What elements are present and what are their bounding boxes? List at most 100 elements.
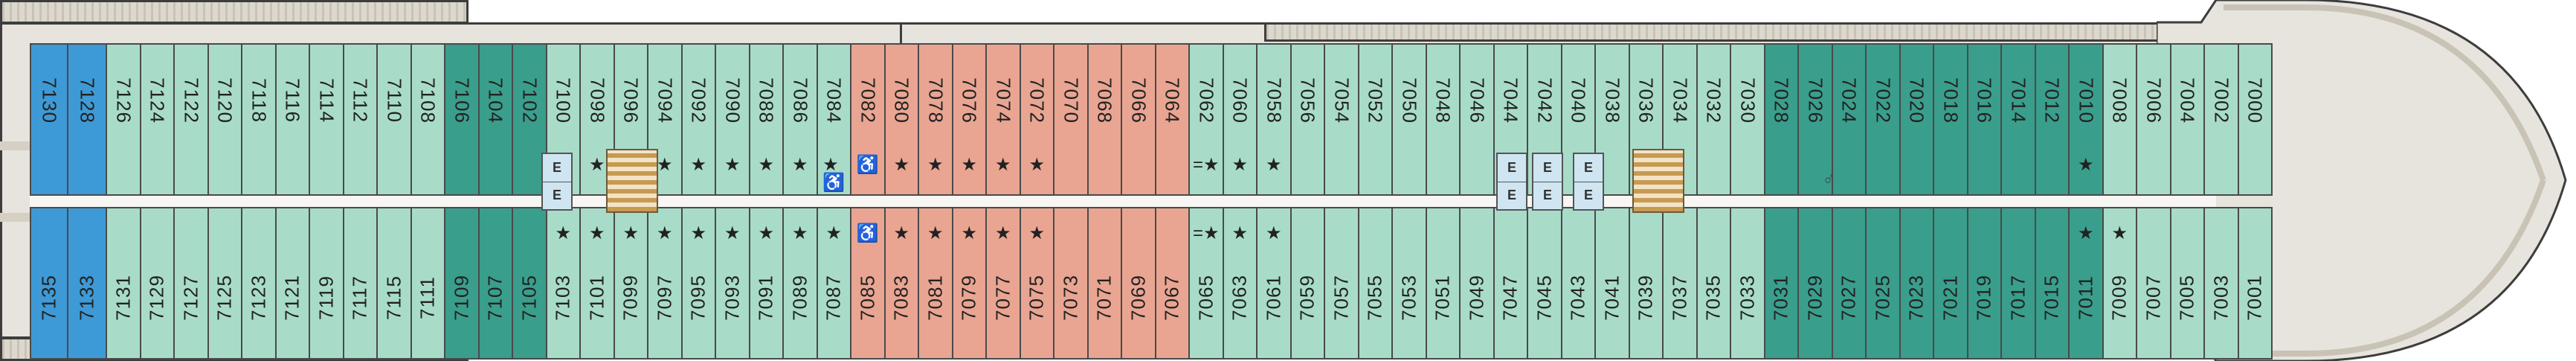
cabin-7115[interactable]: 7115 [378,207,412,360]
cabin-7066[interactable]: 7066 [1122,43,1156,196]
cabin-7022[interactable]: 7022 [1867,43,1901,196]
cabin-7080[interactable]: 7080★ [885,43,919,196]
cabin-7056[interactable]: 7056 [1291,43,1325,196]
cabin-7104[interactable]: 7104 [479,43,513,196]
cabin-7061[interactable]: 7061★ [1258,207,1292,360]
cabin-7002[interactable]: 7002 [2205,43,2239,196]
cabin-7093[interactable]: 7093★ [716,207,750,360]
cabin-7015[interactable]: 7015 [2035,207,2070,360]
cabin-7014[interactable]: 7014 [2002,43,2036,196]
cabin-7099[interactable]: 7099★ [614,207,648,360]
cabin-7091[interactable]: 7091★ [750,207,784,360]
cabin-7116[interactable]: 7116 [276,43,310,196]
cabin-7057[interactable]: 7057 [1325,207,1359,360]
cabin-7106[interactable]: 7106 [445,43,480,196]
cabin-7001[interactable]: 7001 [2238,207,2273,360]
cabin-7095[interactable]: 7095★ [682,207,716,360]
cabin-7077[interactable]: 7077★ [987,207,1021,360]
cabin-7009[interactable]: 7009★ [2103,207,2137,360]
cabin-7007[interactable]: 7007 [2137,207,2171,360]
cabin-7112[interactable]: 7112 [344,43,378,196]
cabin-7065[interactable]: 7065=★ [1190,207,1224,360]
cabin-7054[interactable]: 7054 [1325,43,1359,196]
cabin-7097[interactable]: 7097★ [648,207,683,360]
cabin-7026[interactable]: 7026 [1799,43,1833,196]
cabin-7064[interactable]: 7064 [1156,43,1190,196]
cabin-7010[interactable]: 7010★ [2070,43,2104,196]
cabin-7090[interactable]: 7090★ [716,43,750,196]
cabin-7008[interactable]: 7008 [2103,43,2137,196]
cabin-7016[interactable]: 7016 [1968,43,2002,196]
cabin-7107[interactable]: 7107 [479,207,513,360]
cabin-7024[interactable]: 7024 [1832,43,1867,196]
cabin-7128[interactable]: 7128 [68,43,107,196]
cabin-7079[interactable]: 7079★ [953,207,987,360]
cabin-7020[interactable]: 7020 [1900,43,1934,196]
cabin-7073[interactable]: 7073 [1054,207,1089,360]
cabin-7084[interactable]: 7084★♿ [817,43,851,196]
cabin-7081[interactable]: 7081★ [919,207,953,360]
cabin-7123[interactable]: 7123 [242,207,277,360]
cabin-7109[interactable]: 7109 [445,207,480,360]
cabin-7063[interactable]: 7063★ [1223,207,1258,360]
cabin-7126[interactable]: 7126 [107,43,141,196]
cabin-7114[interactable]: 7114 [310,43,344,196]
cabin-7102[interactable]: 7102 [513,43,547,196]
cabin-7135[interactable]: 7135 [30,207,68,360]
cabin-7035[interactable]: 7035 [1697,207,1731,360]
cabin-7003[interactable]: 7003 [2205,207,2239,360]
cabin-7092[interactable]: 7092★ [682,43,716,196]
cabin-7018[interactable]: 7018 [1934,43,1968,196]
cabin-7060[interactable]: 7060★ [1223,43,1258,196]
cabin-7071[interactable]: 7071 [1088,207,1122,360]
cabin-7028[interactable]: 7028 [1765,43,1799,196]
cabin-7012[interactable]: 7012 [2035,43,2070,196]
cabin-7129[interactable]: 7129 [141,207,175,360]
cabin-7074[interactable]: 7074★ [987,43,1021,196]
cabin-7017[interactable]: 7017 [2002,207,2036,360]
cabin-7105[interactable]: 7105 [513,207,547,360]
cabin-7089[interactable]: 7089★ [784,207,818,360]
cabin-7033[interactable]: 7033 [1731,207,1765,360]
cabin-7058[interactable]: 7058★ [1258,43,1292,196]
cabin-7085[interactable]: 7085♿ [851,207,886,360]
cabin-7046[interactable]: 7046 [1461,43,1495,196]
cabin-7053[interactable]: 7053 [1393,207,1427,360]
cabin-7006[interactable]: 7006 [2137,43,2171,196]
cabin-7122[interactable]: 7122 [175,43,209,196]
cabin-7052[interactable]: 7052 [1359,43,1393,196]
cabin-7005[interactable]: 7005 [2171,207,2205,360]
cabin-7101[interactable]: 7101★ [581,207,615,360]
cabin-7075[interactable]: 7075★ [1020,207,1054,360]
cabin-7083[interactable]: 7083★ [885,207,919,360]
cabin-7021[interactable]: 7021 [1934,207,1968,360]
cabin-7051[interactable]: 7051 [1426,207,1461,360]
cabin-7000[interactable]: 7000 [2238,43,2273,196]
cabin-7087[interactable]: 7087★ [817,207,851,360]
cabin-7121[interactable]: 7121 [276,207,310,360]
cabin-7047[interactable]: 7047 [1494,207,1528,360]
cabin-7110[interactable]: 7110 [378,43,412,196]
cabin-7023[interactable]: 7023 [1900,207,1934,360]
cabin-7078[interactable]: 7078★ [919,43,953,196]
cabin-7025[interactable]: 7025 [1867,207,1901,360]
cabin-7103[interactable]: 7103★ [547,207,581,360]
cabin-7055[interactable]: 7055 [1359,207,1393,360]
cabin-7082[interactable]: 7082♿ [851,43,886,196]
cabin-7067[interactable]: 7067 [1156,207,1190,360]
cabin-7111[interactable]: 7111 [411,207,445,360]
cabin-7108[interactable]: 7108 [411,43,445,196]
cabin-7119[interactable]: 7119 [310,207,344,360]
cabin-7004[interactable]: 7004 [2171,43,2205,196]
cabin-7032[interactable]: 7032 [1697,43,1731,196]
cabin-7070[interactable]: 7070 [1054,43,1089,196]
cabin-7031[interactable]: 7031 [1765,207,1799,360]
cabin-7037[interactable]: 7037 [1664,207,1698,360]
cabin-7076[interactable]: 7076★ [953,43,987,196]
cabin-7133[interactable]: 7133 [68,207,107,360]
cabin-7072[interactable]: 7072★ [1020,43,1054,196]
cabin-7124[interactable]: 7124 [141,43,175,196]
cabin-7086[interactable]: 7086★ [784,43,818,196]
cabin-7118[interactable]: 7118 [242,43,277,196]
cabin-7117[interactable]: 7117 [344,207,378,360]
